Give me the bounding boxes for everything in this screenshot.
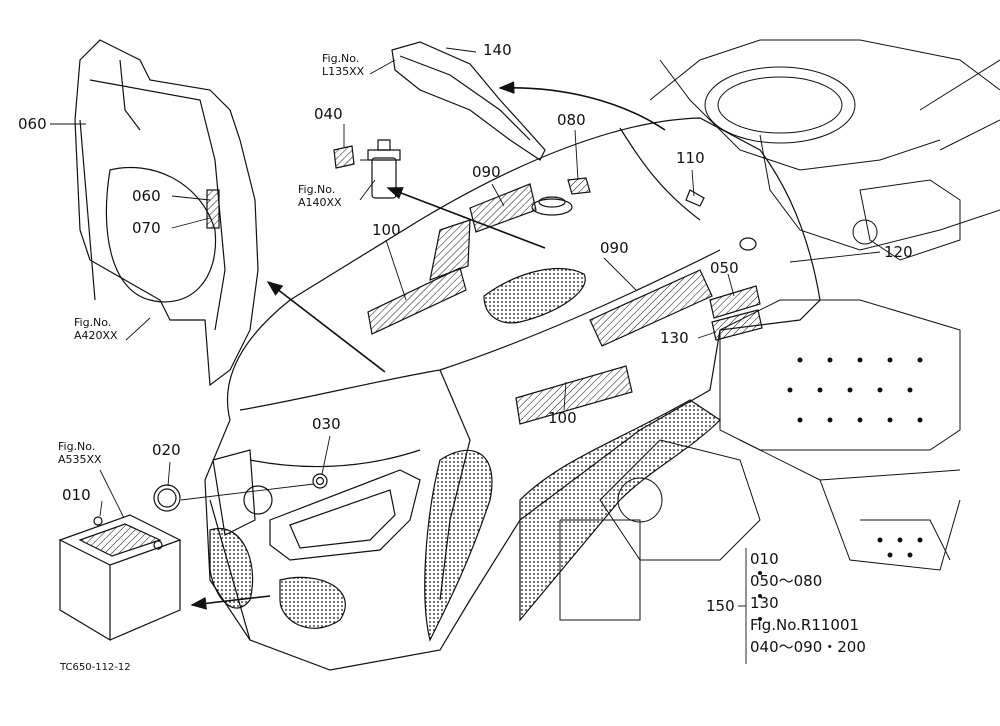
set-legend: 010 050～080 130 Fig.No.R11001 040～090・20…: [750, 548, 866, 658]
part-label-050: 050: [710, 259, 739, 277]
decal-130: [711, 309, 763, 341]
part-label-140: 140: [483, 41, 512, 59]
figure-ref-line: Fig.No.: [74, 316, 112, 329]
part-label-150: 150: [706, 597, 735, 615]
background-machinery: [559, 39, 1000, 621]
hood-body: [204, 117, 821, 671]
figure-ref-a140: Fig.No. A140XX: [298, 183, 342, 209]
part-label-110: 110: [676, 149, 705, 167]
figure-ref-a420: Fig.No. A420XX: [74, 316, 118, 342]
fuel-filter-assembly: [333, 139, 401, 199]
figure-ref-number: A420XX: [74, 329, 118, 342]
decal-050: [709, 285, 761, 319]
drawing-code: TC650-112-12: [60, 662, 131, 673]
figure-ref-line: Fig.No.: [58, 440, 96, 453]
figure-ref-line: Fig.No.: [322, 52, 360, 65]
part-label-060-panel: 060: [132, 187, 161, 205]
part-label-100-upper: 100: [372, 221, 401, 239]
battery: [58, 514, 182, 642]
part-label-120: 120: [884, 243, 913, 261]
decal-090-brand: [589, 269, 713, 347]
part-label-060-left: 060: [18, 115, 47, 133]
part-label-090-upper: 090: [472, 163, 501, 181]
legend-line: Fig.No.R11001: [750, 616, 860, 634]
figure-ref-a535: Fig.No. A535XX: [58, 440, 102, 466]
part-label-080: 080: [557, 111, 586, 129]
side-panel: [74, 39, 259, 387]
figure-ref-number: A140XX: [298, 196, 342, 209]
part-label-010: 010: [62, 486, 91, 504]
decal-100-lower: [515, 365, 633, 425]
legend-line: 040～090・200: [750, 638, 866, 656]
figure-ref-number: A535XX: [58, 453, 102, 466]
part-label-100-lower: 100: [548, 409, 577, 427]
figure-ref-l135: Fig.No. L135XX: [322, 52, 364, 78]
part-label-030: 030: [312, 415, 341, 433]
legend-dots: [758, 571, 762, 621]
decal-front-panel: [483, 268, 586, 324]
top-cover: [391, 41, 546, 161]
legend-line: 050～080: [750, 572, 823, 590]
decals: [367, 177, 763, 425]
part-label-130: 130: [660, 329, 689, 347]
removal-arrows: [190, 81, 666, 610]
decal-080: [567, 177, 591, 195]
leader-lines: [50, 47, 881, 664]
part-040-clip: [333, 145, 355, 169]
legend-line: 130: [750, 594, 779, 612]
part-label-090-brand: 090: [600, 239, 629, 257]
decal-100-upper: [367, 267, 467, 335]
figure-ref-line: Fig.No.: [298, 183, 336, 196]
part-label-020: 020: [152, 441, 181, 459]
decal-090-upper: [469, 183, 537, 233]
part-030-cap: [312, 473, 328, 489]
legend-line: 010: [750, 550, 779, 568]
part-label-070: 070: [132, 219, 161, 237]
figure-ref-number: L135XX: [322, 65, 365, 78]
part-label-040: 040: [314, 105, 343, 123]
part-020-ring: [153, 484, 181, 512]
